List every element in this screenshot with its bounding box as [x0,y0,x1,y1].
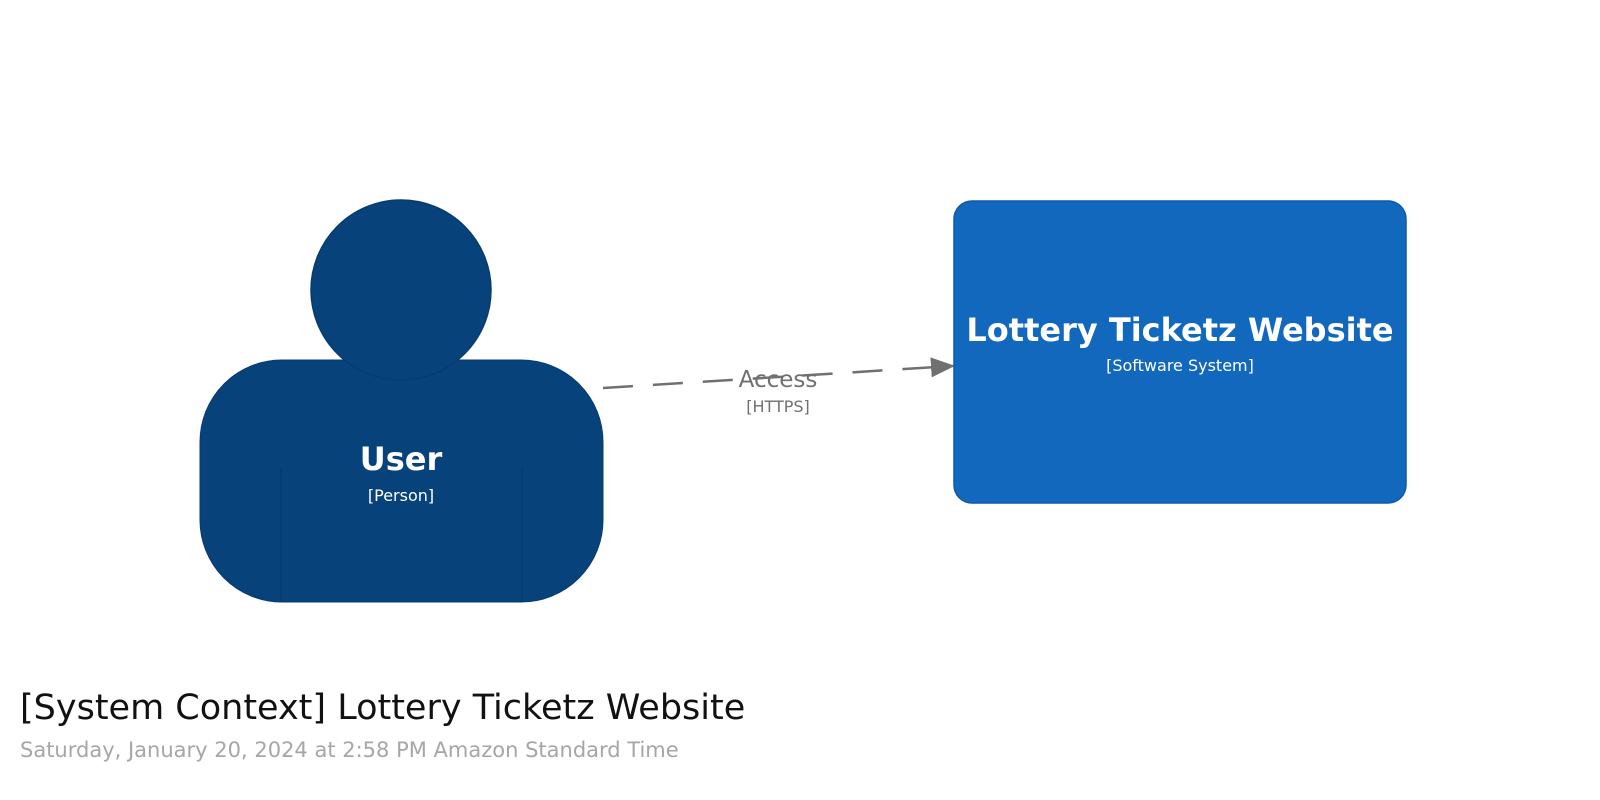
relationship-label: Access [739,367,818,393]
diagram-timestamp: Saturday, January 20, 2024 at 2:58 PM Am… [20,738,679,762]
person-head [310,199,492,381]
relationship-access[interactable]: Access [HTTPS] [602,357,955,416]
person-type: [Person] [368,486,434,505]
relationship-line [602,357,955,390]
diagram-title: [System Context] Lottery Ticketz Website [20,688,746,728]
system-box [953,200,1407,504]
system-type: [Software System] [1106,356,1254,375]
software-system-lottery-ticketz-website[interactable]: Lottery Ticketz Website [Software System… [953,200,1407,504]
person-user[interactable]: User [Person] [199,199,604,603]
person-name: User [360,440,443,478]
relationship-technology: [HTTPS] [746,397,810,416]
person-body [199,359,604,603]
system-name: Lottery Ticketz Website [966,311,1393,349]
